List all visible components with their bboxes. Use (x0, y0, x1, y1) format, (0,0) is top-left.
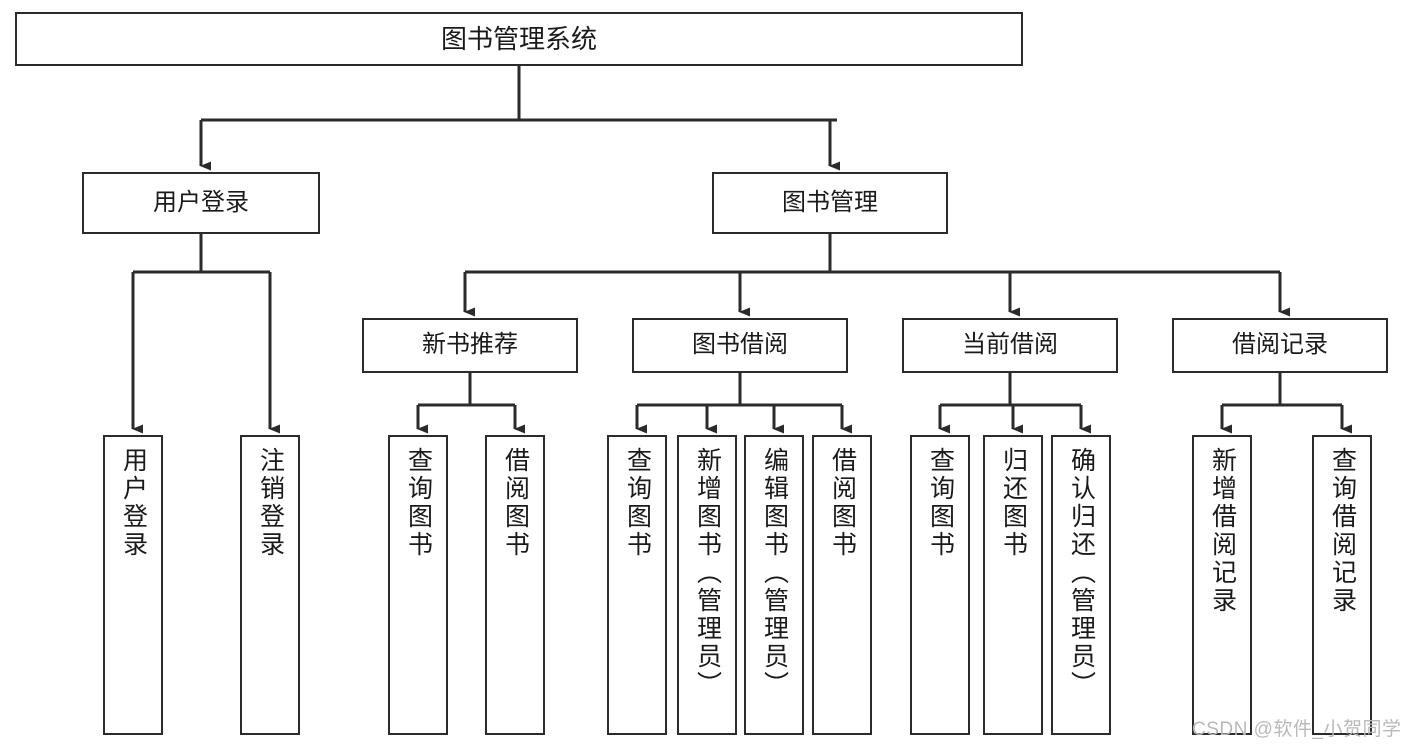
csdn-watermark: CSDN @软件_小贺同学 (1192, 719, 1402, 740)
leaf-query-book-bb[interactable]: 查询图书 (607, 435, 667, 735)
leaf-user-login[interactable]: 用户登录 (103, 435, 163, 735)
leaf-query-book-cb[interactable]: 查询图书 (910, 435, 970, 735)
node-book-management[interactable]: 图书管理 (712, 172, 948, 234)
leaf-add-borrow-record[interactable]: 新增借阅记录 (1192, 435, 1252, 735)
leaf-borrow-book-nbr-label: 借阅图书 (501, 447, 530, 559)
leaf-query-borrow-record-label: 查询借阅记录 (1328, 447, 1357, 615)
node-new-book-recommend-label: 新书推荐 (422, 331, 518, 359)
node-book-borrow-label: 图书借阅 (692, 331, 788, 359)
leaf-edit-book-admin-label: 编辑图书（管理员） (760, 447, 789, 699)
leaf-logout-label: 注销登录 (256, 447, 285, 559)
leaf-confirm-return-admin-label: 确认归还（管理员） (1067, 447, 1096, 699)
leaf-return-book[interactable]: 归还图书 (983, 435, 1043, 735)
node-user-login[interactable]: 用户登录 (82, 172, 320, 234)
leaf-query-borrow-record[interactable]: 查询借阅记录 (1312, 435, 1372, 735)
leaf-edit-book-admin[interactable]: 编辑图书（管理员） (744, 435, 804, 735)
leaf-logout[interactable]: 注销登录 (240, 435, 300, 735)
node-user-login-label: 用户登录 (153, 188, 249, 216)
leaf-query-book-nbr[interactable]: 查询图书 (388, 435, 448, 735)
leaf-add-borrow-record-label: 新增借阅记录 (1208, 447, 1237, 615)
leaf-query-book-nbr-label: 查询图书 (404, 447, 433, 559)
leaf-borrow-book-nbr[interactable]: 借阅图书 (485, 435, 545, 735)
node-root-system[interactable]: 图书管理系统 (15, 12, 1023, 66)
leaf-add-book-admin[interactable]: 新增图书（管理员） (677, 435, 737, 735)
node-book-management-label: 图书管理 (782, 188, 878, 216)
node-current-borrow-label: 当前借阅 (962, 331, 1058, 359)
leaf-return-book-label: 归还图书 (999, 447, 1028, 559)
leaf-borrow-book-bb-label: 借阅图书 (828, 447, 857, 559)
leaf-query-book-cb-label: 查询图书 (926, 447, 955, 559)
leaf-user-login-label: 用户登录 (119, 447, 148, 559)
leaf-add-book-admin-label: 新增图书（管理员） (693, 447, 722, 699)
node-current-borrow[interactable]: 当前借阅 (902, 318, 1118, 373)
node-book-borrow[interactable]: 图书借阅 (632, 318, 848, 373)
node-new-book-recommend[interactable]: 新书推荐 (362, 318, 578, 373)
leaf-confirm-return-admin[interactable]: 确认归还（管理员） (1051, 435, 1111, 735)
leaf-borrow-book-bb[interactable]: 借阅图书 (812, 435, 872, 735)
node-borrow-record-label: 借阅记录 (1232, 331, 1328, 359)
leaf-query-book-bb-label: 查询图书 (623, 447, 652, 559)
node-root-system-label: 图书管理系统 (440, 23, 597, 54)
node-borrow-record[interactable]: 借阅记录 (1172, 318, 1388, 373)
